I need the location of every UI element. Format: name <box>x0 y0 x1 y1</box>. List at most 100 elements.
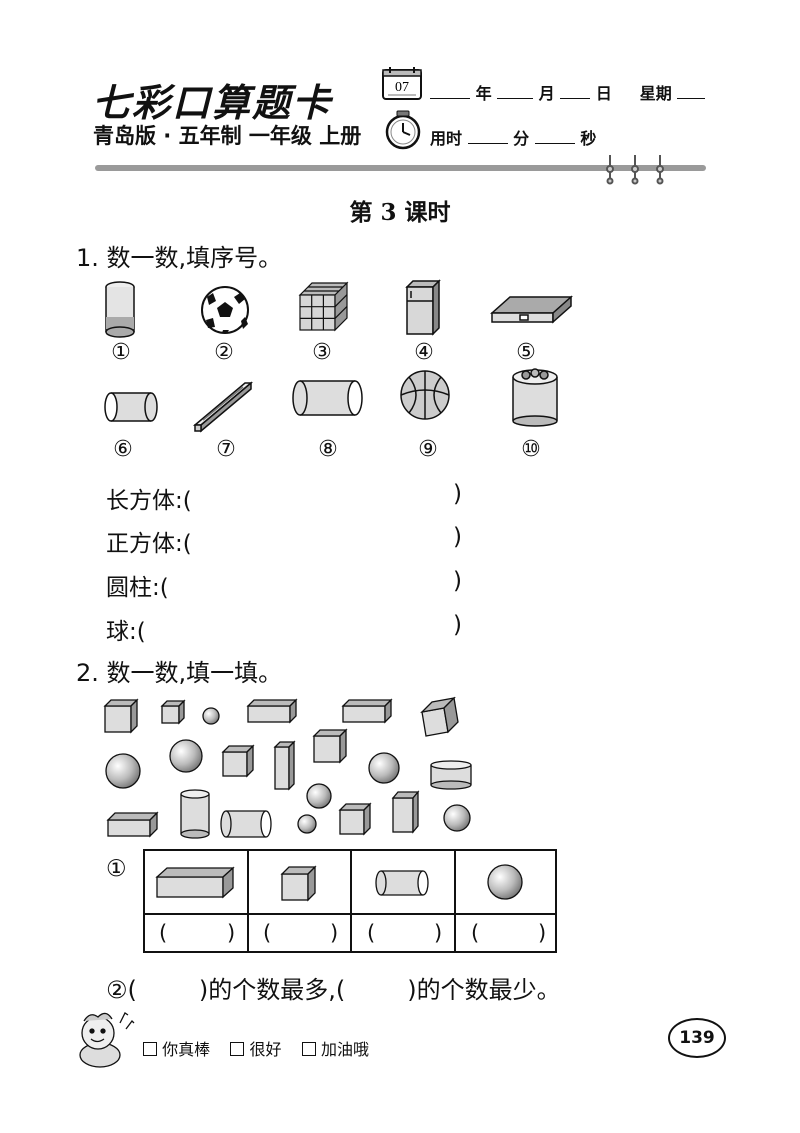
cuboid-icon <box>341 698 393 724</box>
check-label-good: 很好 <box>249 1040 282 1059</box>
cuboid-count-close: ) <box>227 921 236 945</box>
tall-cuboid-icon <box>391 790 420 834</box>
checkbox-keep-going[interactable] <box>301 1042 316 1056</box>
cube-count-close: ) <box>330 921 339 945</box>
q1-cube-line: 正方体:( <box>106 531 192 557</box>
sphere-icon <box>443 804 471 832</box>
mascot-icon <box>79 1012 135 1068</box>
flat-box-icon <box>490 295 573 324</box>
q1-cylinder-line: 圆柱:( <box>106 575 169 601</box>
cuboid-icon <box>246 698 298 724</box>
cylinder-icon <box>375 870 429 896</box>
tall-cuboid-icon <box>273 740 296 791</box>
large-horizontal-cylinder-icon <box>292 380 363 416</box>
jar-icon <box>512 368 558 427</box>
q1-number-5: ⑤ <box>516 340 536 365</box>
q2-count-table: ( ) ( ) ( ) ( ) <box>143 849 557 953</box>
sphere-icon <box>368 752 400 784</box>
horizontal-cylinder-icon <box>220 810 272 838</box>
q1-number-4: ④ <box>414 340 434 365</box>
short-cylinder-icon <box>430 760 472 790</box>
tilted-cube-icon <box>420 696 459 737</box>
q1-number-10: ⑩ <box>521 437 541 462</box>
time-used-label: 用时 <box>430 129 463 148</box>
cylinder-cup-icon <box>105 281 135 338</box>
minutes-blank[interactable] <box>467 129 508 144</box>
long-bar-icon <box>192 381 254 433</box>
q2-sub2-line: ②()的个数最多,()的个数最少。 <box>106 970 561 1005</box>
horizontal-cylinder-icon <box>104 392 158 422</box>
rubiks-cube-icon <box>298 281 349 332</box>
sphere-icon <box>306 783 332 809</box>
q1-cube-close: ) <box>453 524 462 550</box>
cube-icon <box>221 744 255 778</box>
upright-cylinder-icon <box>180 789 210 839</box>
calendar-number: 07 <box>395 80 409 95</box>
q1-cuboid-close: ) <box>453 481 462 507</box>
q1-cuboid-line: 长方体:( <box>106 488 192 514</box>
cuboid-icon <box>106 811 159 838</box>
seconds-label: 秒 <box>580 129 597 148</box>
basketball-icon <box>400 370 450 420</box>
edition-label: 青岛版 · 五年制 一年级 上册 <box>93 124 362 148</box>
cube-count-open: ( <box>263 921 272 945</box>
q1-number-3: ③ <box>312 340 332 365</box>
binder-rings-icon <box>606 155 664 185</box>
refrigerator-icon <box>405 279 441 336</box>
q2-sub2-marker: ②( <box>106 976 137 1004</box>
cuboid-count-open: ( <box>159 921 168 945</box>
checkbox-good[interactable] <box>230 1042 245 1056</box>
brand-title: 七彩口算题卡 <box>92 80 333 125</box>
check-label-great: 你真棒 <box>162 1040 211 1059</box>
checkbox-great[interactable] <box>143 1042 157 1056</box>
q1-number-2: ② <box>214 340 234 365</box>
cylinder-count-close: ) <box>434 921 443 945</box>
cube-icon <box>280 865 317 902</box>
seconds-blank[interactable] <box>534 129 575 144</box>
weekday-label: 星期 <box>639 84 672 103</box>
q2-table-header-shapes <box>155 864 523 902</box>
sphere-icon <box>169 739 203 773</box>
q2-sub1-marker: ① <box>106 856 127 882</box>
check-label-keep-going: 加油哦 <box>321 1040 370 1059</box>
sphere-icon <box>202 707 220 725</box>
q1-objects-picture <box>104 279 573 433</box>
day-label: 日 <box>595 84 612 103</box>
time-fields: 用时 分 秒 <box>430 125 596 149</box>
sphere-count-open: ( <box>471 921 480 945</box>
cube-icon <box>103 698 139 734</box>
cylinder-count-open: ( <box>367 921 376 945</box>
date-fields: 年 月 日 星期 <box>430 80 706 104</box>
q1-number-7: ⑦ <box>216 437 236 462</box>
minutes-label: 分 <box>513 129 530 148</box>
cube-icon <box>312 728 348 764</box>
month-label: 月 <box>538 84 555 103</box>
encouragement-checks: 你真棒 很好 加油哦 <box>143 1036 369 1060</box>
cube-icon <box>160 699 186 725</box>
sphere-icon <box>105 753 141 789</box>
q1-cylinder-close: ) <box>453 568 462 594</box>
q1-sphere-line: 球:( <box>106 619 146 645</box>
lesson-title: 第 3 课时 <box>349 199 451 226</box>
sphere-icon <box>487 864 523 900</box>
sphere-icon <box>297 814 317 834</box>
day-blank[interactable] <box>560 84 591 99</box>
q1-number-8: ⑧ <box>318 437 338 462</box>
cuboid-icon <box>155 866 235 899</box>
q2-sub2-middle: )的个数最多,( <box>198 976 346 1004</box>
q1-number-9: ⑨ <box>418 437 438 462</box>
q1-sphere-close: ) <box>453 612 462 638</box>
q1-number-1: ① <box>111 340 131 365</box>
soccer-ball-icon <box>201 286 249 334</box>
header-divider <box>95 165 706 171</box>
weekday-blank[interactable] <box>677 84 706 99</box>
year-blank[interactable] <box>430 84 470 99</box>
calendar-icon: 07 <box>382 67 422 100</box>
q1-number-6: ⑥ <box>113 437 133 462</box>
q2-prompt: 2. 数一数,填一填。 <box>76 659 283 687</box>
year-label: 年 <box>475 84 492 103</box>
month-blank[interactable] <box>497 84 534 99</box>
page-number: 139 <box>668 1018 726 1058</box>
q2-shapes-picture <box>103 696 472 839</box>
cube-icon <box>338 802 372 836</box>
